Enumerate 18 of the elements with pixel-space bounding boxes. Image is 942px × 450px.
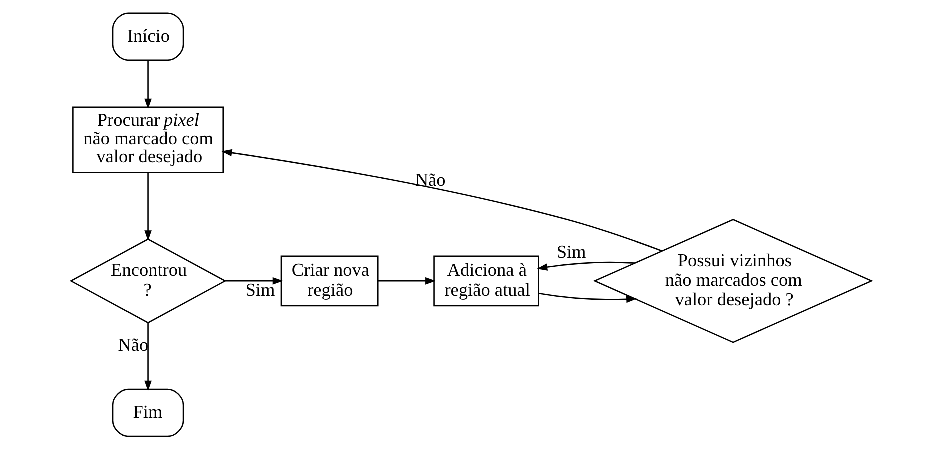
arrow [144,60,152,110]
arrow [225,278,283,285]
node-box: Adiciona à região atual [433,256,539,307]
arrow [536,262,635,271]
arrow [378,278,436,285]
edge-label: Sim [245,280,275,300]
node-box: Procurar pixel não marcado com valor desejado [72,106,224,174]
node-diamond: Possui vizinhos não marcados com valor desejado ? [592,219,873,344]
edge-label: Não [414,170,446,190]
node-box: Criar nova região [280,256,378,307]
arrow [221,149,662,252]
node-diamond: Encontrou ? [69,238,226,324]
arrow [538,292,637,304]
edge-label: Sim [556,242,586,262]
arrow [144,172,152,242]
arrow [144,323,152,392]
node-box: Fim [112,388,184,438]
node-box: Início [112,12,184,62]
